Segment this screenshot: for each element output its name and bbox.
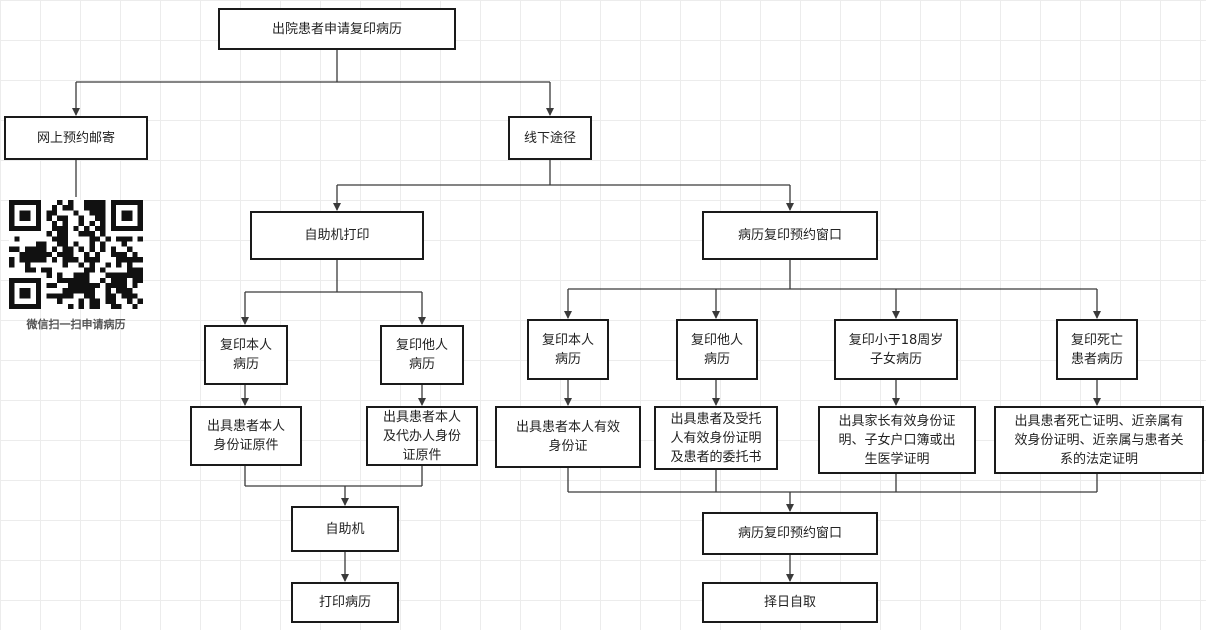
node-win-self: 复印本人 病历 bbox=[527, 319, 609, 380]
node-win-other: 复印他人 病历 bbox=[676, 319, 758, 380]
node-pick-day: 择日自取 bbox=[702, 582, 878, 623]
node-print-record: 打印病历 bbox=[291, 582, 399, 623]
node-online-mail: 网上预约邮寄 bbox=[4, 116, 148, 160]
node-kiosk-other: 复印他人 病历 bbox=[380, 325, 464, 385]
node-kiosk-print: 自助机打印 bbox=[250, 211, 424, 260]
node-win-final: 病历复印预约窗口 bbox=[702, 512, 878, 555]
node-win-child: 复印小于18周岁 子女病历 bbox=[834, 319, 958, 380]
qr-code-icon[interactable] bbox=[9, 200, 143, 309]
node-window: 病历复印预约窗口 bbox=[702, 211, 878, 260]
node-kiosk-machine: 自助机 bbox=[291, 506, 399, 552]
node-win-other-req: 出具患者及受托 人有效身份证明 及患者的委托书 bbox=[654, 406, 778, 470]
node-kiosk-self: 复印本人 病历 bbox=[204, 325, 288, 385]
node-kiosk-self-req: 出具患者本人 身份证原件 bbox=[190, 406, 302, 466]
node-win-dead-req: 出具患者死亡证明、近亲属有 效身份证明、近亲属与患者关 系的法定证明 bbox=[994, 406, 1204, 474]
qr-caption: 微信扫一扫申请病历 bbox=[26, 318, 126, 331]
node-kiosk-other-req: 出具患者本人 及代办人身份 证原件 bbox=[366, 406, 478, 466]
node-win-child-req: 出具家长有效身份证 明、子女户口簿或出 生医学证明 bbox=[818, 406, 976, 474]
node-win-self-req: 出具患者本人有效 身份证 bbox=[495, 406, 641, 468]
node-offline: 线下途径 bbox=[508, 116, 592, 160]
node-win-dead: 复印死亡 患者病历 bbox=[1056, 319, 1138, 380]
node-root: 出院患者申请复印病历 bbox=[218, 8, 456, 50]
